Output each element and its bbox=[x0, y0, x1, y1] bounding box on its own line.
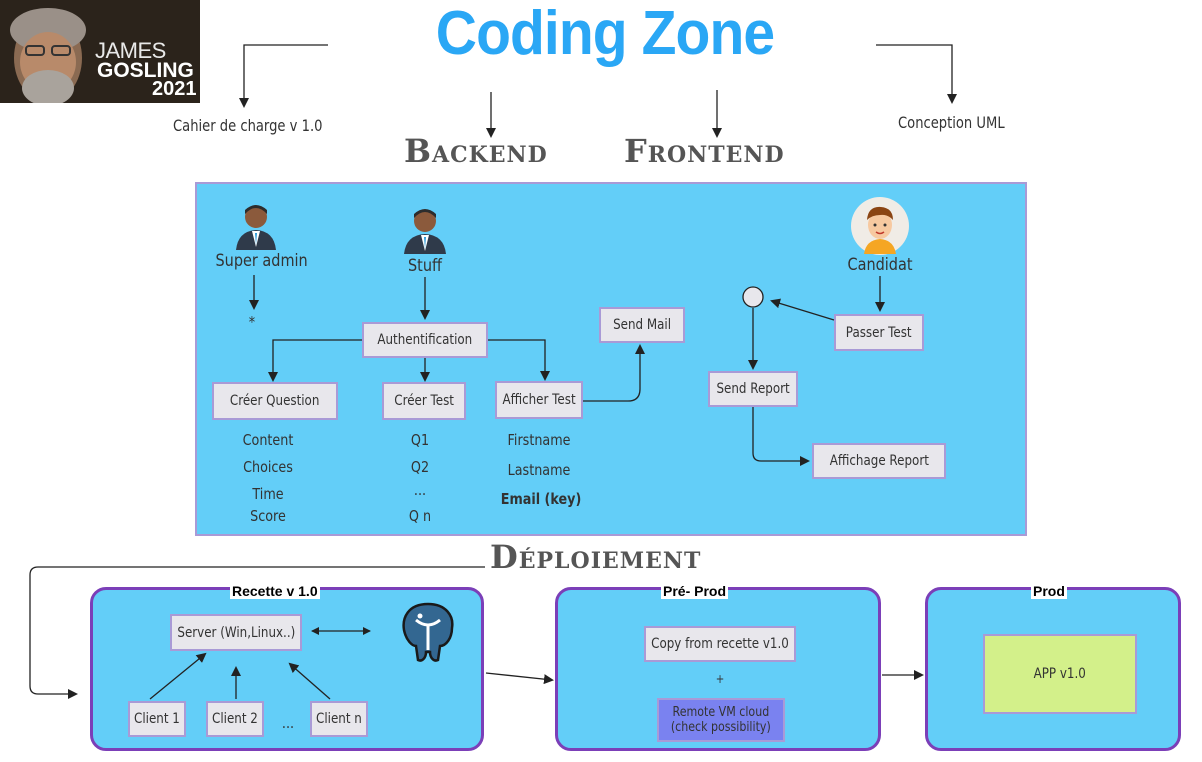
logo-line3: 2021 bbox=[152, 78, 197, 100]
afficher-field: Firstname bbox=[507, 431, 571, 449]
copy-recette-label: Copy from recette v1.0 bbox=[651, 636, 789, 652]
prod-title: Prod bbox=[1031, 583, 1067, 599]
frontend-heading: Frontend bbox=[624, 132, 785, 170]
creer-test-label: Créer Test bbox=[394, 393, 454, 409]
remote-vm-box[interactable]: Remote VM cloud (check possibility) bbox=[657, 698, 785, 742]
super-admin-label: Super admin bbox=[215, 251, 308, 271]
recette-title: Recette v 1.0 bbox=[230, 583, 320, 599]
affichage-report-label: Affichage Report bbox=[829, 453, 929, 469]
creer-question-box[interactable]: Créer Question bbox=[212, 382, 338, 420]
plus-sign: + bbox=[715, 672, 725, 686]
stuff-icon bbox=[404, 209, 446, 254]
afficher-test-box[interactable]: Afficher Test bbox=[495, 381, 583, 419]
preprod-title: Pré- Prod bbox=[661, 583, 729, 599]
server-label: Server (Win,Linux..) bbox=[177, 624, 295, 641]
stuff-label: Stuff bbox=[408, 256, 442, 276]
question-field: Time bbox=[252, 485, 284, 503]
copy-recette-box[interactable]: Copy from recette v1.0 bbox=[644, 626, 796, 662]
remote-vm-sublabel: (check possibility) bbox=[671, 720, 771, 735]
client-label: Client 2 bbox=[212, 711, 258, 727]
client-box[interactable]: Client n bbox=[310, 701, 368, 737]
super-admin-target: * bbox=[248, 313, 256, 331]
test-item: ... bbox=[413, 481, 427, 499]
app-label: APP v1.0 bbox=[1033, 666, 1087, 682]
test-item: Q2 bbox=[410, 458, 430, 476]
logo-line1: JAMES bbox=[95, 38, 166, 63]
server-box[interactable]: Server (Win,Linux..) bbox=[170, 614, 302, 651]
app-box[interactable]: APP v1.0 bbox=[983, 634, 1137, 714]
passer-test-box[interactable]: Passer Test bbox=[834, 314, 924, 351]
client-box[interactable]: Client 1 bbox=[128, 701, 186, 737]
page-title: Coding Zone bbox=[435, 0, 775, 68]
send-report-label: Send Report bbox=[716, 381, 790, 397]
passer-test-label: Passer Test bbox=[846, 324, 912, 341]
client-label: Client 1 bbox=[134, 711, 180, 727]
client-box[interactable]: Client 2 bbox=[206, 701, 264, 737]
logo-line2: GOSLING bbox=[97, 59, 194, 82]
test-item: Q1 bbox=[410, 431, 430, 449]
candidat-icon bbox=[851, 197, 909, 255]
deploiement-heading: Déploiement bbox=[490, 538, 702, 576]
creer-question-label: Créer Question bbox=[230, 393, 320, 409]
affichage-report-box[interactable]: Affichage Report bbox=[812, 443, 946, 479]
cahier-label: Cahier de charge v 1.0 bbox=[173, 116, 323, 135]
candidat-label: Candidat bbox=[847, 255, 913, 275]
uml-label: Conception UML bbox=[898, 113, 1005, 132]
remote-vm-label: Remote VM cloud bbox=[672, 705, 770, 720]
afficher-test-label: Afficher Test bbox=[502, 392, 576, 408]
client-label: Client n bbox=[316, 711, 362, 727]
afficher-field-key: Email (key) bbox=[500, 490, 582, 508]
backend-heading: Backend bbox=[404, 132, 548, 170]
question-field: Score bbox=[250, 507, 286, 525]
question-field: Content bbox=[242, 431, 294, 449]
question-field: Choices bbox=[243, 458, 293, 476]
clients-ellipsis: ... bbox=[281, 714, 295, 732]
send-mail-label: Send Mail bbox=[613, 317, 671, 333]
authentification-box[interactable]: Authentification bbox=[362, 322, 488, 358]
creer-test-box[interactable]: Créer Test bbox=[382, 382, 466, 420]
james-gosling-logo: JAMES GOSLING 2021 bbox=[0, 0, 200, 103]
afficher-field: Lastname bbox=[507, 461, 571, 479]
portrait-icon bbox=[10, 8, 86, 103]
super-admin-icon bbox=[236, 205, 276, 250]
test-item: Q n bbox=[408, 507, 432, 525]
postgresql-icon bbox=[402, 602, 454, 662]
send-mail-box[interactable]: Send Mail bbox=[599, 307, 685, 343]
send-report-box[interactable]: Send Report bbox=[708, 371, 798, 407]
authentification-label: Authentification bbox=[377, 332, 473, 348]
